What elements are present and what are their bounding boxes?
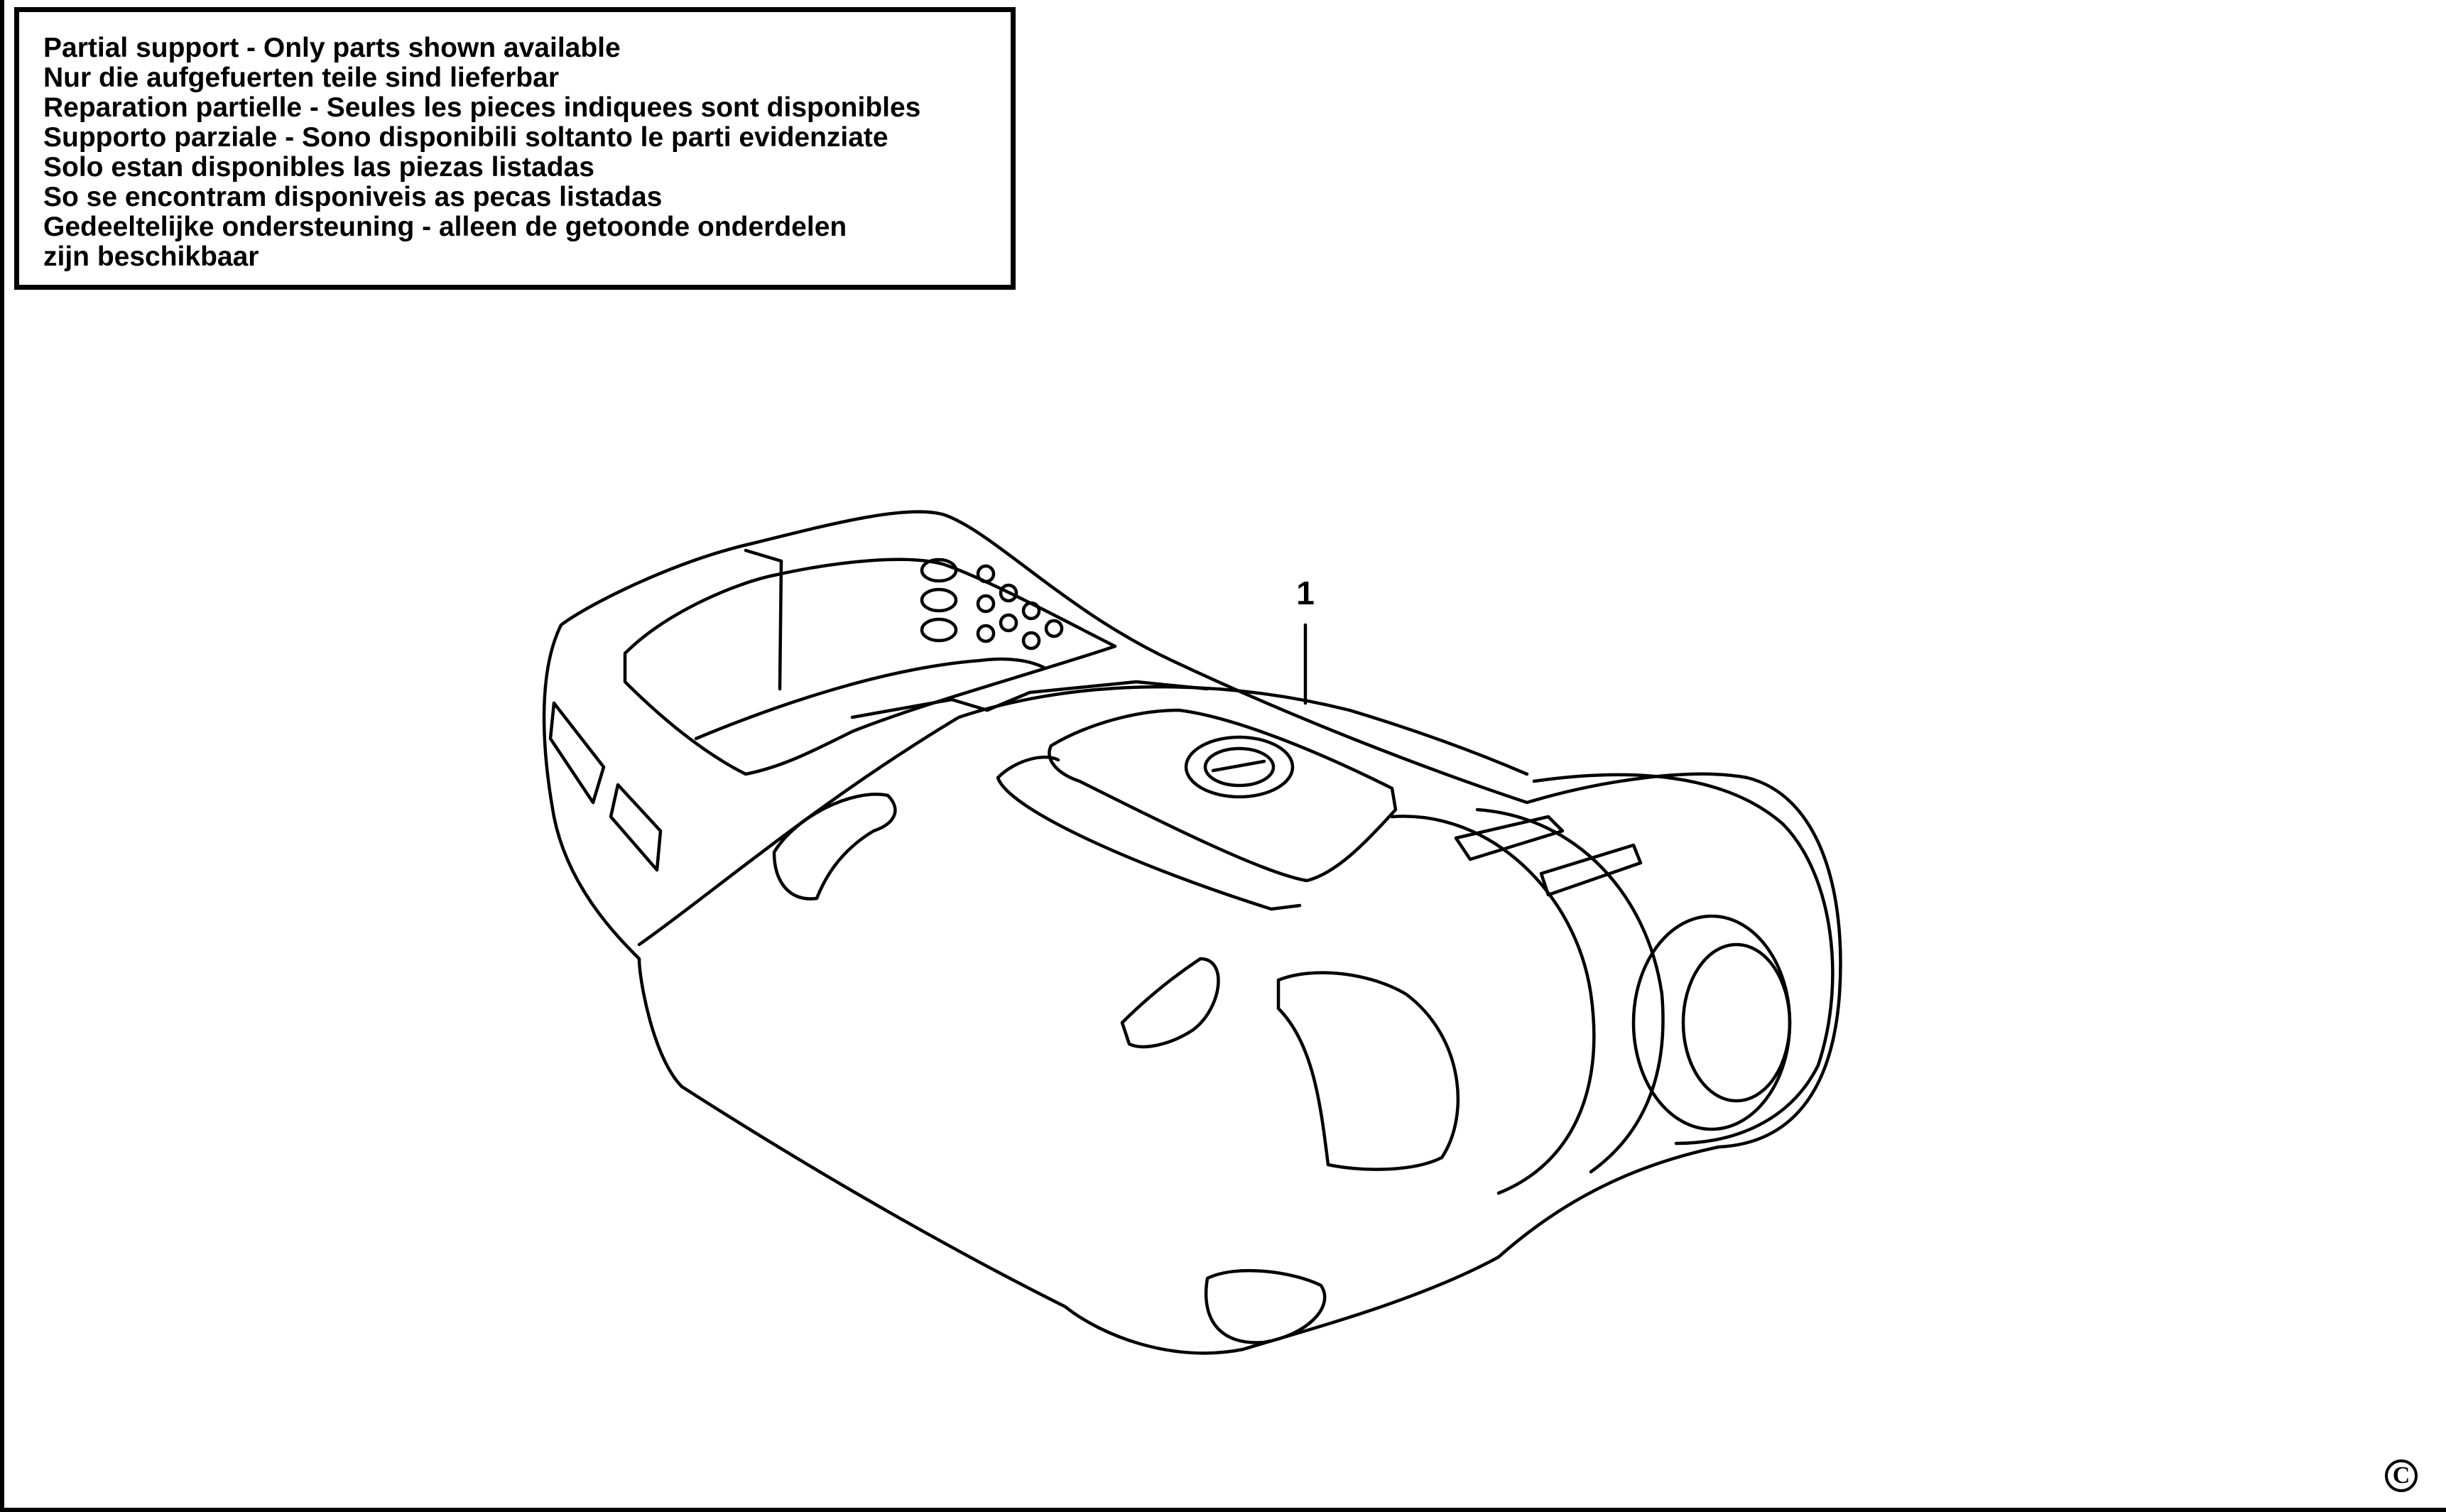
copyright-icon: C [2385, 1459, 2418, 1492]
vent-hole-3 [976, 624, 996, 643]
nozzle-bore [1681, 942, 1792, 1103]
front-rib-2 [1539, 843, 1643, 897]
cover-screw-icon [1184, 735, 1295, 799]
vent-hole-5 [999, 613, 1018, 633]
trigger-button [1120, 957, 1220, 1049]
nozzle-opening [1631, 914, 1792, 1131]
vent-hole-7 [1021, 631, 1041, 651]
notice-line-spanish: Solo estan disponibles las piezas listad… [43, 152, 594, 183]
side-window [1276, 971, 1460, 1171]
vent-slot-2 [920, 587, 958, 613]
vent-hole-1 [976, 564, 996, 584]
top-cover-base [996, 756, 1302, 911]
partial-support-notice: Partial support - Only parts shown avail… [14, 7, 1016, 290]
notice-line-italian: Supporto parziale - Sono disponibili sol… [43, 122, 888, 153]
handle-opening [623, 558, 1117, 776]
notice-line-portuguese: So se encontram disponiveis as pecas lis… [43, 182, 663, 212]
front-collar-outer [1390, 815, 1596, 1195]
vent-hole-2 [976, 594, 996, 614]
bottom-foot-slot [1204, 1268, 1327, 1344]
front-rib-1 [1454, 815, 1565, 861]
notice-line-english: Partial support - Only parts shown avail… [43, 33, 621, 63]
handle-seam [744, 548, 783, 691]
notice-line-dutch: Gedeeltelijke ondersteuning - alleen de … [43, 212, 847, 242]
side-grip-slot [772, 793, 897, 901]
vent-hole-4 [999, 583, 1018, 603]
upper-ridge-inner [850, 680, 1210, 719]
handle-vent-1 [548, 701, 606, 805]
nozzle-ring-outer [1532, 773, 1835, 1146]
handle-opening-inner [694, 657, 1046, 741]
notice-line-dutch-continued: zijn beschikbaar [43, 241, 259, 272]
vent-slot-3 [920, 617, 958, 643]
handle-vent-2 [609, 783, 663, 872]
top-cover-plate [1048, 708, 1398, 883]
upper-ridge [637, 685, 1529, 947]
vent-hole-8 [1044, 619, 1064, 638]
notice-line-german: Nur die aufgefuerten teile sind lieferba… [43, 62, 559, 93]
screw-slot [1211, 759, 1266, 773]
notice-line-french: Reparation partielle - Seules les pieces… [43, 92, 921, 123]
cover-screw-head [1203, 746, 1276, 788]
vent-slot-1 [920, 558, 958, 583]
part-callout-number: 1 [1296, 575, 1315, 611]
housing-outline [542, 510, 1842, 1355]
vent-hole-6 [1021, 601, 1041, 621]
